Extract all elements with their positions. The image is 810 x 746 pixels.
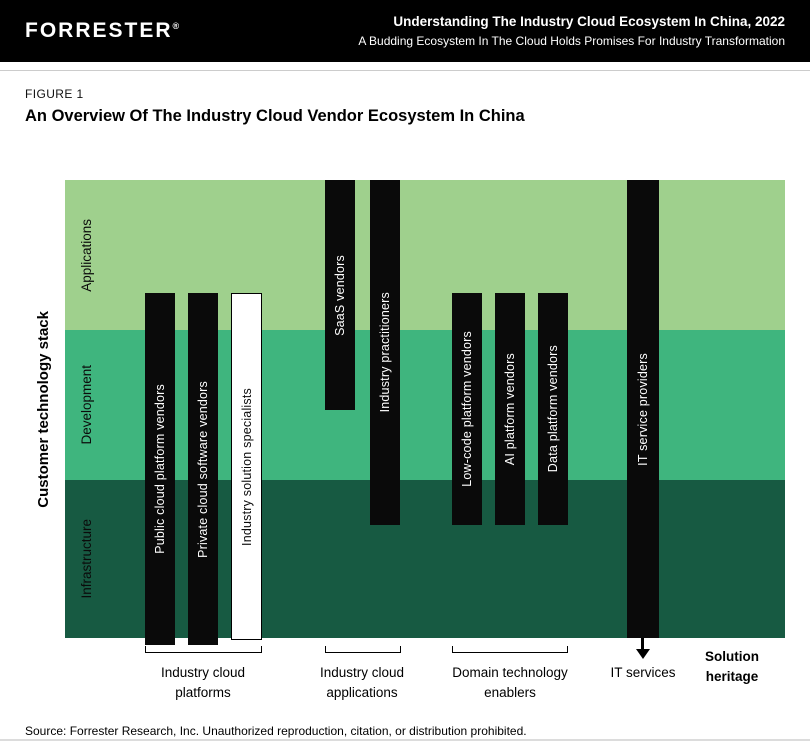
bar-public-cloud-platform-vendors: Public cloud platform vendors xyxy=(145,293,175,645)
report-title: Understanding The Industry Cloud Ecosyst… xyxy=(393,13,785,29)
header: FORRESTER® Understanding The Industry Cl… xyxy=(0,0,810,62)
band-applications-label: Applications xyxy=(79,218,94,292)
figure-label: FIGURE 1 xyxy=(25,87,84,101)
down-arrow-line xyxy=(641,638,644,649)
bar-label: Industry practitioners xyxy=(378,292,392,413)
bar-private-cloud-software-vendors: Private cloud software vendors xyxy=(188,293,218,645)
bar-label: Data platform vendors xyxy=(546,345,560,473)
band-development: Development xyxy=(65,330,785,480)
forrester-logo: FORRESTER® xyxy=(25,19,179,43)
bar-data-platform-vendors: Data platform vendors xyxy=(538,293,568,525)
bracket-domain-technology-enablers xyxy=(452,646,568,653)
header-titles: Understanding The Industry Cloud Ecosyst… xyxy=(358,12,785,50)
bar-saas-vendors: SaaS vendors xyxy=(325,180,355,410)
source-note: Source: Forrester Research, Inc. Unautho… xyxy=(25,724,527,738)
bar-label: SaaS vendors xyxy=(333,254,347,336)
registered-mark: ® xyxy=(172,21,180,31)
bar-label: Public cloud platform vendors xyxy=(153,384,167,554)
bar-label: IT service providers xyxy=(636,352,650,466)
bottom-divider xyxy=(0,739,810,741)
header-divider xyxy=(0,70,810,71)
band-development-label: Development xyxy=(79,365,94,445)
group-label-industry-cloud-platforms: Industry cloud platforms xyxy=(160,665,246,700)
report-subtitle: A Budding Ecosystem In The Cloud Holds P… xyxy=(358,34,785,49)
solution-heritage-label: Solution heritage xyxy=(705,649,759,685)
bar-label: AI platform vendors xyxy=(503,352,517,466)
group-label-it-services: IT services xyxy=(610,665,676,680)
logo-text: FORRESTER xyxy=(25,19,173,42)
band-infrastructure-label: Infrastructure xyxy=(79,519,94,599)
bar-industry-solution-specialists: Industry solution specialists xyxy=(231,293,262,640)
bar-ai-platform-vendors: AI platform vendors xyxy=(495,293,525,525)
bar-label: Low-code platform vendors xyxy=(460,331,474,487)
group-label-industry-cloud-applications: Industry cloud applications xyxy=(319,665,405,700)
bar-label: Industry solution specialists xyxy=(239,387,254,546)
y-axis-title: Customer technology stack xyxy=(30,180,56,638)
bar-low-code-platform-vendors: Low-code platform vendors xyxy=(452,293,482,525)
bar-label: Private cloud software vendors xyxy=(196,380,210,558)
y-axis-title-text: Customer technology stack xyxy=(34,310,52,508)
stack-chart: Applications Development Infrastructure … xyxy=(65,180,785,645)
band-applications: Applications xyxy=(65,180,785,330)
group-label-domain-technology-enablers: Domain technology enablers xyxy=(452,665,568,700)
figure-title: An Overview Of The Industry Cloud Vendor… xyxy=(25,107,525,125)
bar-it-service-providers: IT service providers xyxy=(627,180,659,638)
bar-industry-practitioners: Industry practitioners xyxy=(370,180,400,525)
bracket-industry-cloud-platforms xyxy=(145,646,262,653)
bracket-industry-cloud-applications xyxy=(325,646,401,653)
band-infrastructure: Infrastructure xyxy=(65,480,785,638)
down-arrow-icon xyxy=(636,649,650,659)
